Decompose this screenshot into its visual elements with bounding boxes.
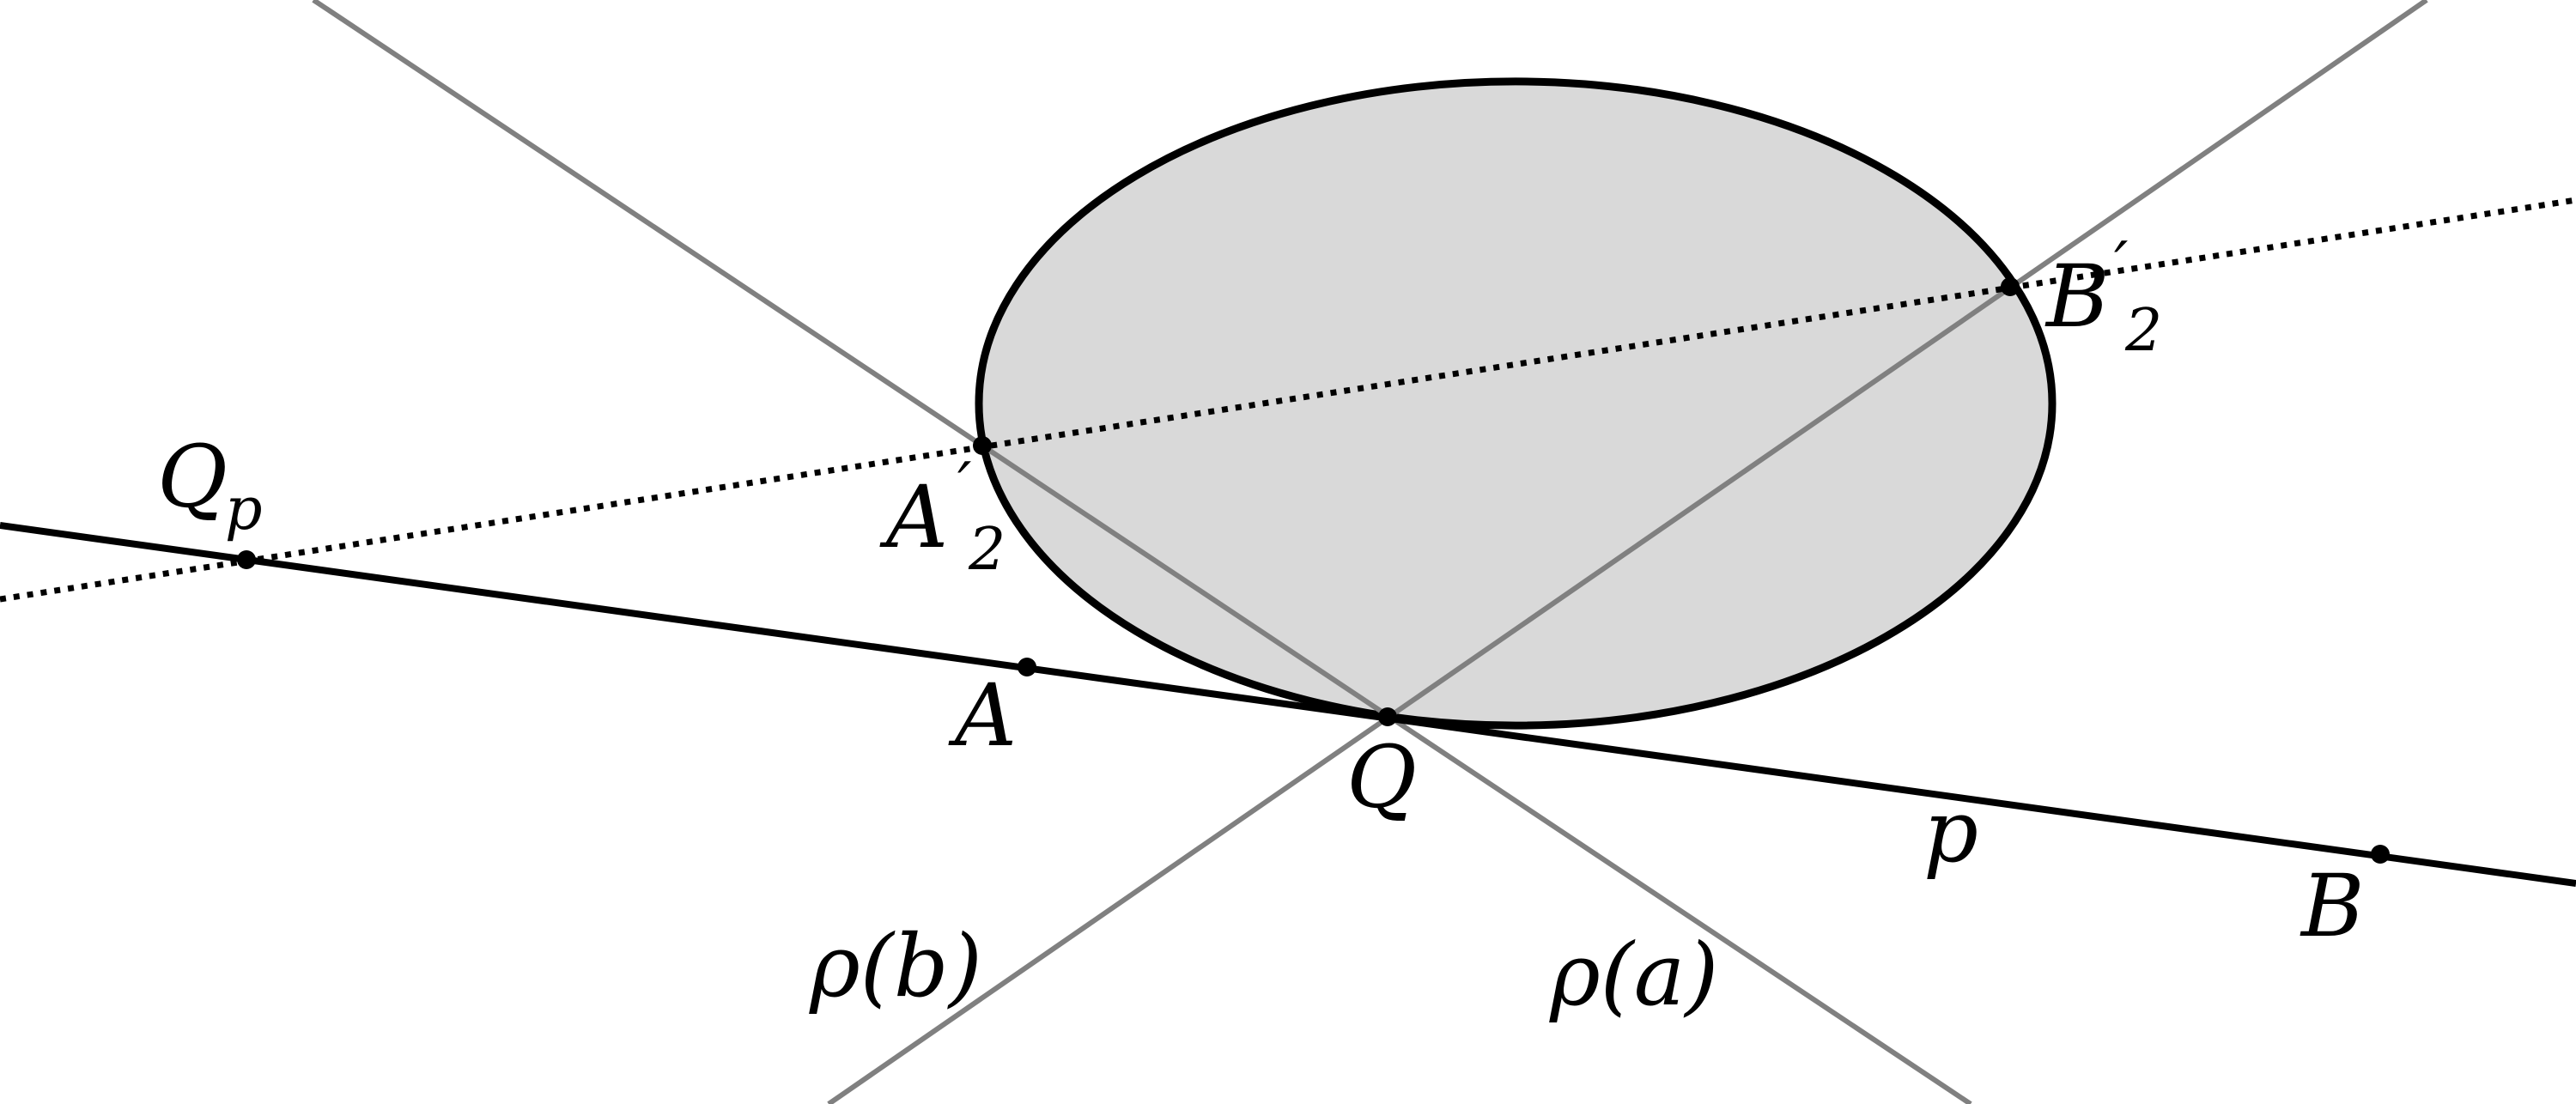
svg-text:A: A: [879, 467, 948, 567]
svg-text:B: B: [2044, 246, 2110, 347]
label-rho-b: ρ(b): [809, 916, 982, 1016]
svg-text:p: p: [225, 476, 263, 543]
line-rho-b: [827, 0, 2428, 1104]
label-Q: Q: [1346, 727, 1417, 828]
point-A: [1018, 658, 1036, 676]
line-rho-a: [312, 0, 1972, 1104]
point-B2: [2001, 277, 2020, 296]
svg-text:′: ′: [957, 449, 971, 521]
label-rho-a: ρ(a): [1549, 925, 1718, 1025]
point-B: [2371, 845, 2390, 864]
point-Qp: [237, 550, 256, 569]
label-B: B: [2300, 856, 2365, 956]
label-Qp: Q p: [157, 427, 263, 543]
label-p: p: [1923, 781, 1978, 882]
label-B2-prime: B ′ 2: [2044, 228, 2162, 365]
svg-text:2: 2: [2124, 297, 2162, 365]
svg-text:Q: Q: [157, 427, 228, 527]
svg-text:′: ′: [2114, 228, 2128, 300]
line-A2-B2-dotted: [0, 197, 2576, 603]
point-Q: [1378, 707, 1397, 726]
point-A2: [973, 436, 992, 455]
label-A: A: [948, 665, 1017, 766]
line-p: [0, 522, 2576, 887]
label-A2-prime: A ′ 2: [879, 449, 1005, 584]
svg-text:2: 2: [968, 516, 1005, 584]
conic-ellipse: [975, 77, 2057, 730]
